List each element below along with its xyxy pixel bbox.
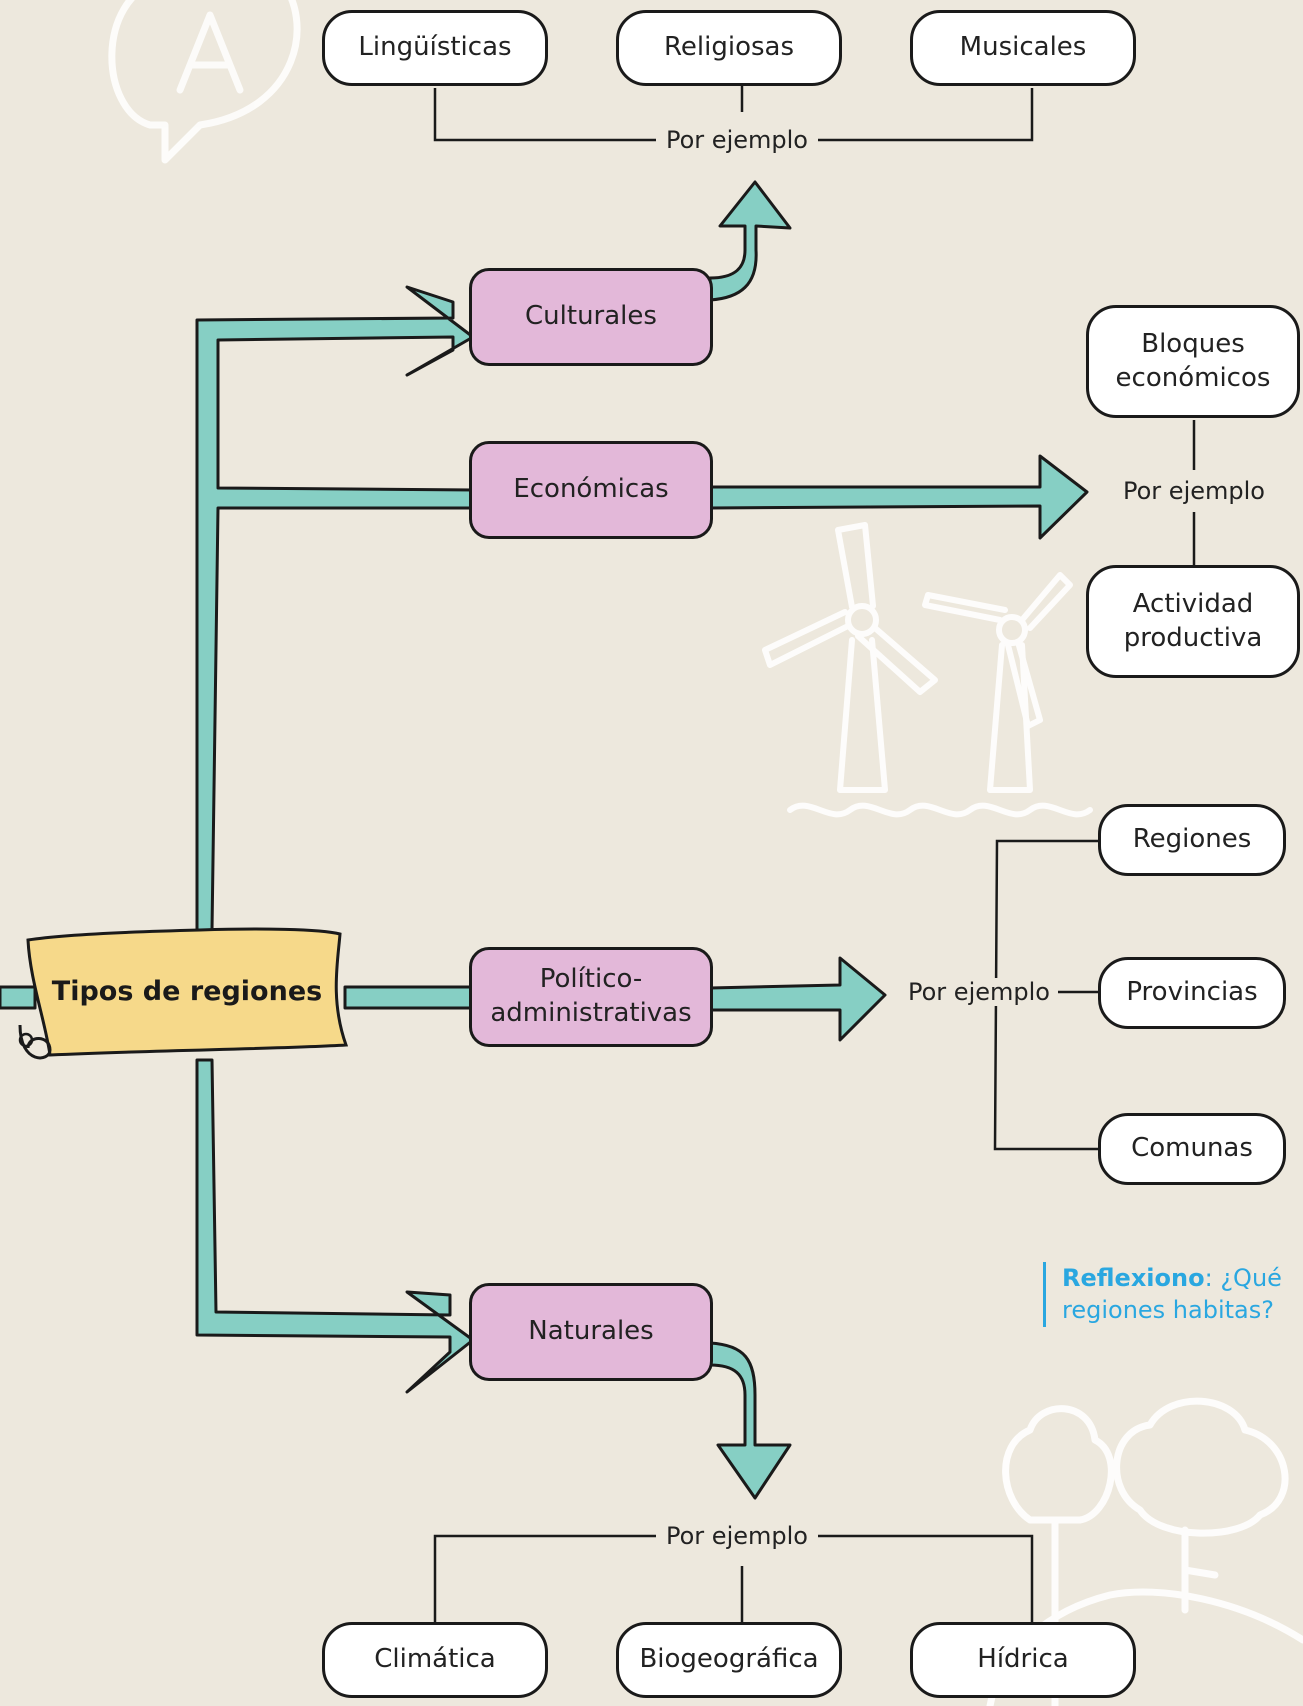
actividad-line2: productiva (1123, 622, 1263, 653)
reflection-label: Reflexiono (1062, 1264, 1205, 1292)
example-climatica: Climática (322, 1622, 548, 1698)
example-comunas: Comunas (1098, 1113, 1286, 1185)
economicas-right-arrow (708, 454, 1089, 540)
category-politico-line2: administrativas (490, 998, 692, 1028)
speech-bubble-a-icon (108, 0, 301, 164)
example-biogeografica: Biogeográfica (616, 1622, 842, 1698)
example-musicales: Musicales (910, 10, 1136, 86)
example-religiosas: Religiosas (616, 10, 842, 86)
arrow-network (0, 180, 1089, 1500)
por-ejemplo-naturales: Por ejemplo (656, 1522, 818, 1550)
reflection-separator: : (1204, 1264, 1213, 1292)
por-ejemplo-politico: Por ejemplo (900, 978, 1058, 1006)
category-economicas: Económicas (469, 441, 713, 539)
reflection-line1: ¿Qué (1212, 1264, 1282, 1292)
example-bloques-economicos: Bloques Actividad económicos (1086, 305, 1300, 418)
naturales-down-arrow (708, 1341, 792, 1500)
category-politico-line1: Político- (539, 964, 643, 995)
bloques-line1: Bloques (1141, 328, 1245, 359)
naturales-branch-arrow (195, 1058, 475, 1394)
por-ejemplo-culturales: Por ejemplo (656, 126, 818, 154)
bloques-line2-text: económicos (1115, 362, 1271, 393)
wind-turbines-icon (762, 522, 1093, 818)
category-politico-administrativas: Político- administrativas (469, 947, 713, 1047)
reflection-prompt: Reflexiono: ¿Qué regiones habitas? (1043, 1262, 1303, 1327)
trunk-connector-arrow (0, 985, 37, 1010)
main-vertical-arrow (195, 285, 477, 932)
example-regiones: Regiones (1098, 804, 1286, 876)
title-scroll (18, 927, 349, 1060)
example-actividad-productiva: Actividad productiva (1086, 565, 1300, 678)
example-linguisticas: Lingüísticas (322, 10, 548, 86)
actividad-line1: Actividad (1132, 588, 1254, 619)
example-provincias: Provincias (1098, 957, 1286, 1029)
diagram-title: Tipos de regiones (51, 975, 323, 1007)
por-ejemplo-economicas: Por ejemplo (1113, 477, 1275, 505)
category-naturales: Naturales (469, 1283, 713, 1381)
category-culturales: Culturales (469, 268, 713, 366)
reflection-line2: regiones habitas? (1062, 1296, 1274, 1325)
example-hidrica: Hídrica (910, 1622, 1136, 1698)
culturales-up-arrow (708, 180, 792, 302)
